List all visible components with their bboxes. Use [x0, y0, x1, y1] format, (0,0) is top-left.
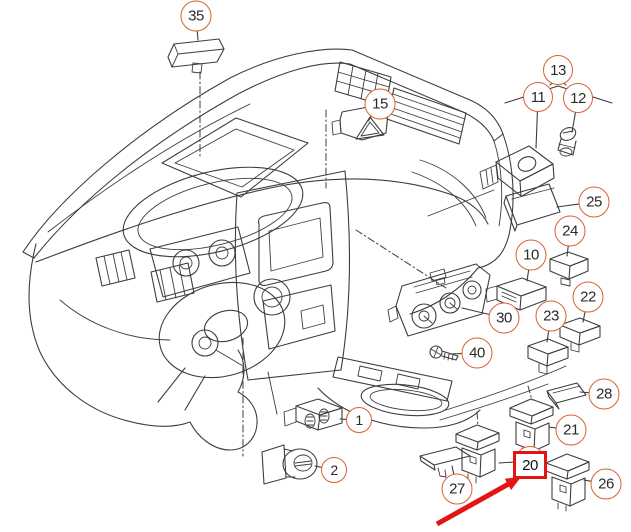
part-22-drawing [559, 317, 601, 353]
part-15-drawing [331, 106, 389, 141]
leader-line-22 [582, 311, 586, 323]
part-10-drawing [485, 277, 547, 311]
callout-24[interactable]: 24 [554, 215, 586, 247]
leader-line-35 [196, 30, 199, 41]
instrument-cluster [149, 226, 251, 298]
part-1-drawing [283, 398, 343, 431]
highlighted-callout-box[interactable]: 20 [513, 451, 547, 479]
steering-wheel [157, 278, 291, 411]
dashboard-top-surface [35, 166, 489, 263]
callout-12[interactable]: 12 [563, 83, 593, 113]
callout-10[interactable]: 10 [515, 239, 547, 271]
leader-line-15 [367, 116, 372, 122]
part-40-screw-drawing [429, 345, 459, 361]
leader-line-26 [583, 479, 592, 482]
leader-line-23 [546, 330, 550, 343]
part-35-drawing [167, 38, 225, 74]
center-speaker-recess [161, 117, 309, 198]
callout-21[interactable]: 21 [555, 414, 587, 446]
leader-line-21 [548, 426, 557, 429]
part-26-drawing [545, 453, 590, 512]
callout-2[interactable]: 2 [321, 457, 347, 483]
part-27-drawing [419, 446, 471, 478]
part-30-climate-control-drawing [387, 263, 491, 337]
callout-23[interactable]: 23 [535, 300, 567, 332]
leader-line-12 [571, 112, 576, 133]
dashboard-right-edge [409, 133, 514, 315]
callout-22[interactable]: 22 [572, 281, 604, 313]
lower-left-dash-panel [28, 243, 258, 451]
dashboard-cowl-band [22, 48, 504, 259]
assembly-axis-lines [199, 71, 533, 457]
static-leader-lines [215, 189, 495, 415]
callout-15[interactable]: 15 [364, 88, 396, 120]
callout-28[interactable]: 28 [588, 378, 620, 410]
leader-line-2 [314, 465, 322, 468]
part-11-drawing [479, 145, 555, 197]
callout-27[interactable]: 27 [441, 473, 473, 505]
leader-line-11 [535, 111, 538, 149]
leader-line-28 [579, 391, 590, 394]
callout-1[interactable]: 1 [346, 407, 372, 433]
leader-line-25 [556, 203, 580, 208]
part-12-drawing [557, 127, 577, 157]
part-25-drawing [503, 183, 561, 232]
part-28-drawing [546, 382, 587, 410]
center-stack [234, 170, 350, 381]
callout-11[interactable]: 11 [523, 82, 553, 112]
part-23-drawing [527, 338, 569, 375]
callout-13[interactable]: 13 [543, 55, 573, 85]
leader-line-10 [526, 269, 530, 282]
part-2-drawing [261, 444, 318, 485]
lower-console [317, 356, 567, 429]
callout-35[interactable]: 35 [180, 0, 212, 32]
callout-30[interactable]: 30 [488, 302, 520, 334]
callout-25[interactable]: 25 [578, 186, 610, 218]
leader-line-24 [566, 245, 569, 257]
leader-line-27 [451, 465, 455, 475]
callout-26[interactable]: 26 [590, 468, 622, 500]
leader-line-20 [498, 461, 516, 464]
callout-40[interactable]: 40 [461, 337, 493, 369]
callout-leader-lines [196, 30, 592, 482]
part-24-drawing [549, 251, 589, 287]
leader-line-30 [461, 307, 490, 315]
